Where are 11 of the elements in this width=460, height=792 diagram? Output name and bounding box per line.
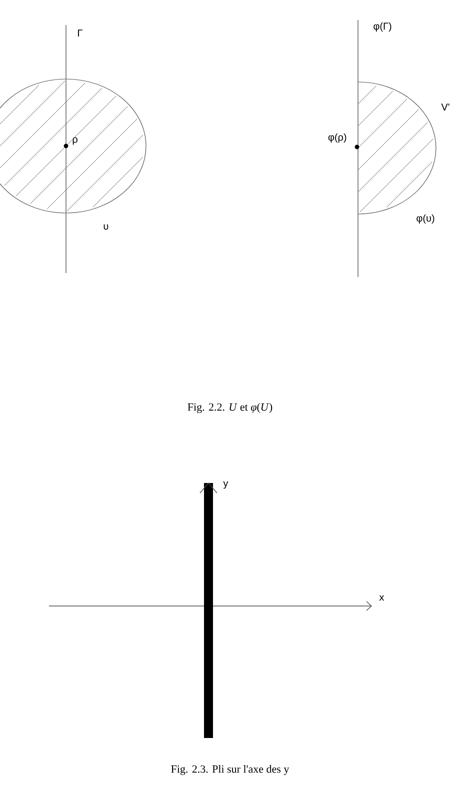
- figure-caption: Fig. 2.2. U et φ(U): [188, 403, 272, 413]
- math-label: φ(Γ): [374, 22, 392, 32]
- math-label: φ(ρ): [328, 133, 346, 143]
- axis-label: y: [223, 481, 228, 489]
- math-label: υ: [104, 224, 108, 230]
- figure-caption: Fig. 2.3. Pli sur l'axe des y: [171, 765, 290, 775]
- math-label: φ(υ): [416, 214, 434, 224]
- math-label: Γ: [78, 30, 82, 36]
- math-label: ρ: [72, 137, 78, 145]
- math-label: V': [441, 104, 450, 110]
- axis-label: x: [379, 595, 384, 601]
